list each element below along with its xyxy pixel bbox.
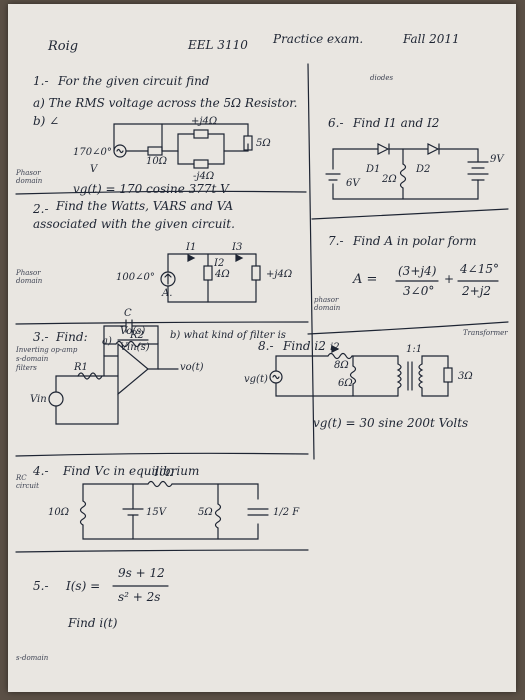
student-name: Roig: [48, 39, 79, 54]
p2-source-unit: A.: [162, 288, 173, 299]
p6-6v: 6V: [346, 178, 360, 189]
p8-number: 8.-: [258, 339, 274, 353]
p4-side-note: RC circuit: [16, 474, 39, 490]
divider-p3-p4: [15, 452, 309, 457]
p3-side-2: s-domain: [16, 355, 49, 363]
p2-line2: associated with the given circuit.: [33, 217, 235, 231]
p4-number: 4.-: [33, 464, 49, 478]
p4-15v: 15V: [146, 507, 166, 518]
p2-i3: I3: [232, 242, 243, 253]
p7-plus: +: [444, 272, 455, 286]
p5-number: 5.-: [33, 579, 49, 593]
p8-i2-label: i2: [330, 342, 340, 353]
course-code: EEL 3110: [188, 38, 248, 52]
divider-p4-p5: [15, 549, 309, 553]
p8-r3: 3Ω: [458, 371, 473, 382]
divider-vertical: [307, 63, 315, 460]
p6-9v: 9V: [490, 154, 504, 165]
p3-c: C: [124, 308, 132, 319]
p8-r6: 6Ω: [338, 378, 353, 389]
p2-source-value: 100∠0°: [116, 272, 155, 283]
p3-vin: Vin: [30, 394, 47, 405]
p3-part-b: b) what kind of filter is: [170, 330, 286, 341]
p1-source-unit: V: [90, 164, 98, 175]
circuit-p2: [160, 253, 261, 303]
p2-i1: I1: [186, 242, 197, 253]
divider-p7-p8: [307, 321, 509, 335]
p6-side-note: diodes: [370, 74, 394, 82]
p2-i2: I2: [214, 258, 225, 269]
p3-vo: vo(t): [180, 362, 204, 373]
p1-r5: 5Ω: [256, 138, 271, 149]
p4-cap: 1/2 F: [273, 507, 300, 518]
p8-equation: vg(t) = 30 sine 200t Volts: [313, 416, 469, 430]
p7-term1-num: (3+j4): [398, 264, 437, 278]
p5-find: Find i(t): [68, 616, 118, 630]
p7-title: Find A in polar form: [353, 234, 477, 248]
p3-side-3: filters: [16, 364, 37, 372]
p5-lhs: I(s) =: [66, 579, 101, 593]
exam-title: Practice exam.: [273, 32, 364, 46]
p3-opamp: [117, 342, 149, 396]
p1-number: 1.-: [33, 74, 49, 88]
divider-p2-p3: [15, 321, 309, 325]
p6-d1: D1: [366, 164, 381, 175]
exam-sheet: Roig EEL 3110 Practice exam. Fall 2011 1…: [8, 4, 516, 692]
p3-find: Find:: [56, 330, 88, 344]
hand-drawn-circuits: [15, 63, 509, 587]
exam-term: Fall 2011: [403, 32, 460, 46]
p7-lhs: A =: [353, 272, 378, 287]
p5-denominator: s² + 2s: [118, 590, 161, 604]
p6-number: 6.-: [328, 116, 344, 130]
p1-line1: For the given circuit find: [58, 74, 210, 88]
p6-r2: 2Ω: [382, 174, 397, 185]
p1-source-value: 170∠0°: [73, 147, 112, 158]
p2-side-note: Phasor domain: [16, 269, 43, 285]
p1-line3: b) ∠: [33, 114, 60, 128]
p1-equation: vg(t) = 170 cosine 377t V: [73, 182, 229, 196]
p6-d2: D2: [416, 164, 431, 175]
circuit-p6: [325, 143, 489, 200]
p5-numerator: 9s + 12: [118, 566, 165, 580]
p3-input-source: [48, 391, 64, 407]
p1-line2: a) The RMS voltage across the 5Ω Resisto…: [33, 96, 298, 110]
divider-p6-p7: [311, 208, 509, 220]
divider-p1-p2: [15, 190, 307, 195]
p8-r8: 8Ω: [334, 360, 349, 371]
circuit-p1: [113, 123, 253, 169]
p1-minus-j4: -j4Ω: [193, 171, 215, 182]
circuit-p4: [79, 480, 269, 540]
p4-title: Find Vc in equilibrium: [63, 464, 200, 478]
p3-r2: R2: [130, 330, 144, 341]
p4-r10-left: 10Ω: [48, 507, 70, 518]
p5-side-note: s-domain: [16, 654, 49, 662]
p3-part-a: a): [102, 336, 112, 347]
p7-term1-den: 3∠0°: [403, 284, 435, 298]
circuit-p3: [48, 319, 179, 425]
p3-side-1: Inverting op-amp: [16, 346, 78, 354]
p4-r5: 5Ω: [198, 507, 213, 518]
p3-fraction-den: Vin(s): [120, 342, 150, 353]
p7-number: 7.-: [328, 234, 344, 248]
p3-number: 3.-: [33, 330, 49, 344]
p8-ratio: 1:1: [406, 344, 423, 355]
p1-j4: +j4Ω: [191, 116, 218, 127]
p2-r4: 4Ω: [215, 269, 230, 280]
circuit-p8: [269, 345, 453, 397]
p7-term2-den: 2+j2: [462, 284, 492, 298]
p7-term2-num: 4∠15°: [460, 262, 499, 276]
p8-side-1: phasor domain: [314, 296, 341, 312]
p1-side-note: Phasor domain: [16, 169, 43, 185]
p2-j4: +j4Ω: [266, 269, 293, 280]
p6-title: Find I1 and I2: [353, 116, 440, 130]
p8-side-2: Transformer: [463, 329, 508, 337]
p3-fraction-num: Vo(s): [120, 326, 146, 337]
p2-number: 2.-: [33, 202, 49, 216]
p3-r1: R1: [74, 362, 88, 373]
p8-vg: vg(t): [244, 374, 268, 385]
p1-r10: 10Ω: [146, 156, 168, 167]
p2-line1: Find the Watts, VARS and VA: [56, 199, 234, 213]
p4-r10-top: 10Ω: [153, 468, 175, 479]
p8-title: Find i2: [283, 339, 326, 353]
